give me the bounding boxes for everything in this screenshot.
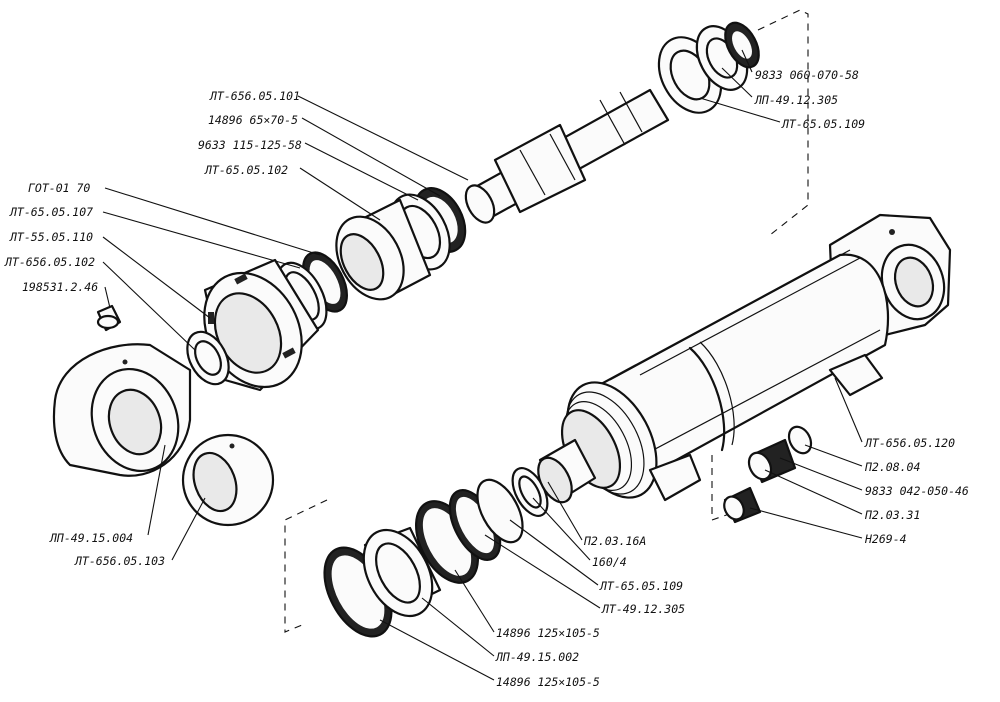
part-label: ЛП-49.15.004 bbox=[49, 531, 133, 545]
fittings bbox=[723, 425, 813, 524]
part-label: ГОТ-01 70 bbox=[28, 181, 90, 195]
part-label: 14896 125×105-5 bbox=[496, 675, 600, 689]
part-label: ЛТ-65.05.102 bbox=[204, 163, 288, 177]
part-label: 9633 115-125-58 bbox=[198, 138, 302, 152]
piston-rod bbox=[464, 88, 670, 224]
part-label: ЛТ-55.05.110 bbox=[9, 230, 93, 244]
part-label: П2.08.04 bbox=[864, 460, 920, 474]
part-label: ЛТ-65.05.109 bbox=[599, 579, 683, 593]
part-label: ЛТ-656.05.103 bbox=[74, 554, 165, 568]
part-label: П2.03.31 bbox=[864, 508, 920, 522]
part-label: ЛТ-49.12.305 bbox=[601, 602, 685, 616]
part-label: ЛП-49.12.305 bbox=[754, 93, 838, 107]
part-label: 14896 125×105-5 bbox=[496, 626, 600, 640]
leader-lines bbox=[102, 49, 863, 681]
part-label: 160/4 bbox=[592, 555, 627, 569]
part-label: 9833 042-050-46 bbox=[865, 484, 969, 498]
spherical-bushing bbox=[181, 433, 275, 527]
part-label: 9833 060-070-58 bbox=[755, 68, 859, 82]
part-label: ЛТ-656.05.120 bbox=[864, 436, 955, 450]
part-label: ЛТ-656.05.101 bbox=[209, 89, 300, 103]
grease-nipple bbox=[96, 304, 122, 332]
part-label: 198531.2.46 bbox=[22, 280, 98, 294]
part-label: Н269-4 bbox=[864, 532, 907, 546]
part-label: 14896 65×70-5 bbox=[208, 113, 298, 127]
part-label: ЛТ-656.05.102 bbox=[4, 255, 95, 269]
part-labels: ЛТ-656.05.101 14896 65×70-5 9633 115-125… bbox=[4, 68, 969, 689]
part-label: ЛП-49.15.002 bbox=[495, 650, 579, 664]
rod-eye-housing bbox=[52, 343, 192, 477]
gland-nut bbox=[186, 258, 320, 392]
part-label: ЛТ-65.05.109 bbox=[781, 117, 865, 131]
part-label: ЛТ-65.05.107 bbox=[9, 205, 93, 219]
lower-seal-stack bbox=[323, 438, 597, 638]
upper-seal-stack bbox=[657, 21, 760, 114]
part-label: П2.03.16А bbox=[583, 534, 646, 548]
